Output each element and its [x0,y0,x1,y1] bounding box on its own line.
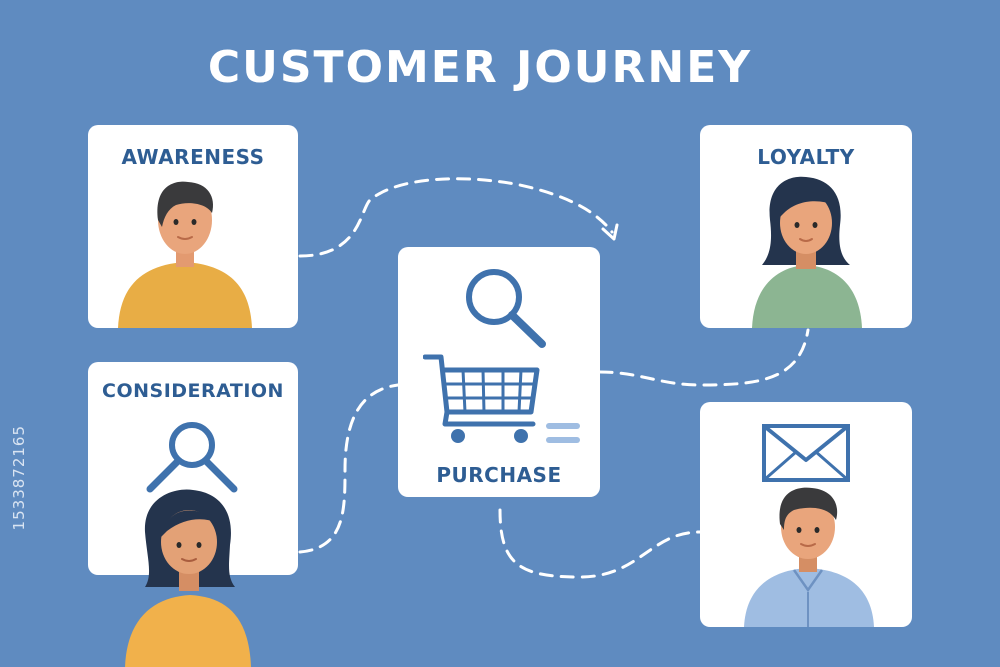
card-label-consideration: CONSIDERATION [102,380,284,402]
card-label-loyalty: LOYALTY [757,145,855,169]
person-man-icon [118,181,252,328]
search-icon [466,269,546,348]
stock-id-text: 1533872165 [10,425,28,531]
connector-purchase-to-email [498,508,702,579]
card-purchase: PURCHASE [398,247,600,497]
equals-icon [546,423,580,443]
shopping-cart-icon [423,354,540,443]
card-loyalty: LOYALTY [700,125,912,328]
person-woman-icon [125,489,251,667]
page-title: CUSTOMER JOURNEY [207,42,753,93]
connector-purchase-to-loyalty [598,328,810,387]
person-man-icon [744,487,874,627]
card-awareness: AWARENESS [88,125,298,328]
card-email [700,402,912,627]
connector-awareness-to-loyalty [298,177,614,258]
envelope-icon [762,424,850,482]
magnifier-icon [146,422,238,493]
person-woman-icon [752,176,862,328]
card-label-purchase: PURCHASE [436,463,562,487]
connector-consideration-to-purchase [298,383,400,554]
card-label-awareness: AWARENESS [121,145,265,169]
arrow-head-icon [601,223,619,241]
